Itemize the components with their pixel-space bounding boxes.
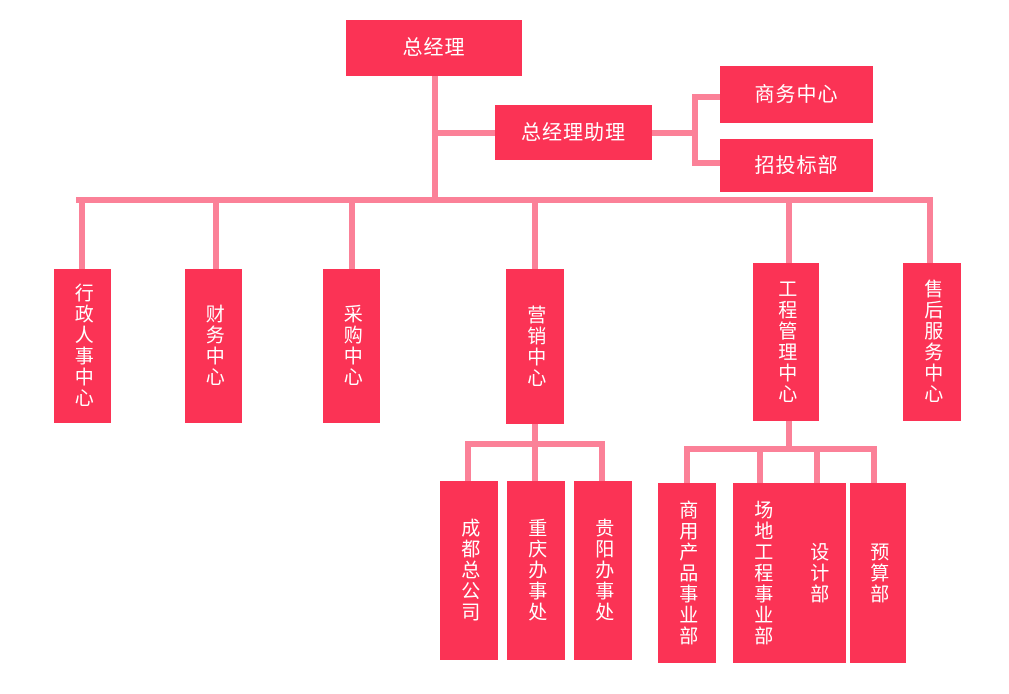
node-admin-hr-center[interactable]: 行政人事中心 <box>54 269 111 423</box>
connector-gm-to-assistant <box>432 130 495 136</box>
connector-drop-engineering <box>786 197 792 265</box>
connector-assistant-bracket <box>692 94 698 166</box>
node-business-center[interactable]: 商务中心 <box>720 66 873 123</box>
connector-drop-budget <box>871 446 877 484</box>
connector-drop-finance <box>213 197 219 272</box>
connector-marketing-stem <box>532 424 538 446</box>
node-site-engineering-div[interactable]: 场地工程事业部 <box>733 483 791 663</box>
connector-drop-aftersales <box>927 197 933 265</box>
node-engineering-mgmt-center[interactable]: 工程管理中心 <box>753 263 819 421</box>
connector-assistant-stub <box>652 130 698 136</box>
node-procurement-center[interactable]: 采购中心 <box>323 269 380 423</box>
connector-drop-commercial-product <box>684 446 690 484</box>
connector-assistant-to-business <box>692 94 722 100</box>
connector-drop-design <box>814 446 820 484</box>
node-design-dept[interactable]: 设计部 <box>790 483 846 663</box>
connector-drop-chongqing <box>532 441 538 482</box>
connector-drop-site-engineering <box>757 446 763 484</box>
connector-drop-guiyang <box>599 441 605 482</box>
node-bidding-dept[interactable]: 招投标部 <box>720 139 873 192</box>
connector-drop-admin-hr <box>79 197 85 272</box>
connector-drop-chengdu <box>465 441 471 482</box>
node-chongqing-office[interactable]: 重庆办事处 <box>507 481 565 660</box>
node-budget-dept[interactable]: 预算部 <box>850 483 906 663</box>
connector-drop-marketing <box>532 197 538 272</box>
node-finance-center[interactable]: 财务中心 <box>185 269 242 423</box>
node-aftersales-center[interactable]: 售后服务中心 <box>903 263 961 421</box>
connector-engineering-stem <box>786 420 792 446</box>
node-commercial-product-div[interactable]: 商用产品事业部 <box>658 483 716 663</box>
node-gm-assistant[interactable]: 总经理助理 <box>495 105 652 160</box>
connector-assistant-to-bidding <box>692 160 722 166</box>
connector-main-bus <box>76 197 933 203</box>
node-chengdu-hq[interactable]: 成都总公司 <box>440 481 498 660</box>
node-marketing-center[interactable]: 营销中心 <box>506 269 564 424</box>
connector-engineering-bus <box>684 446 877 452</box>
connector-drop-procurement <box>349 197 355 272</box>
node-guiyang-office[interactable]: 贵阳办事处 <box>574 481 632 660</box>
connector-gm-trunk <box>432 76 438 200</box>
node-general-manager[interactable]: 总经理 <box>346 20 522 76</box>
